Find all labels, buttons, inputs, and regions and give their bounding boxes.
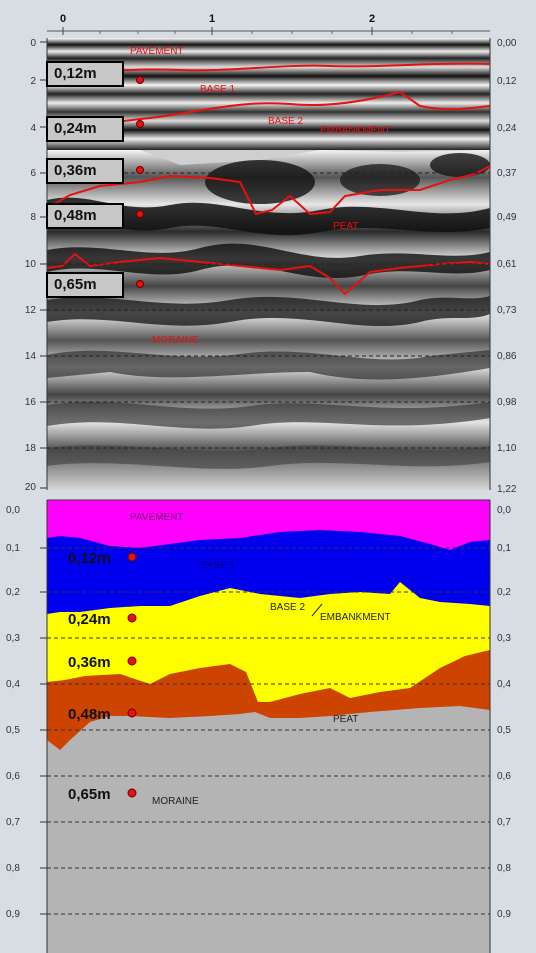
radargram-interface-lines xyxy=(46,62,491,296)
top-axis: 0 1 2 xyxy=(47,13,490,35)
layer-right-tick: 0,4 xyxy=(497,679,511,690)
radar-right-tick: 0,73 xyxy=(497,305,517,316)
radar-right-tick: 0,61 xyxy=(497,259,517,270)
radargram-layer-labels: PAVEMENT BASE 1 BASE 2 EMBANKMENT PEAT M… xyxy=(130,46,391,346)
radar-label-embankment: EMBANKMENT xyxy=(320,125,391,136)
layer-left-tick: 0,8 xyxy=(6,863,20,874)
layer-depth-label-1: 0,12m xyxy=(68,550,111,567)
layer-label-base1: BASE 1 xyxy=(200,560,235,571)
layer-right-axis: 0,0 0,1 0,2 0,3 0,4 0,5 0,6 0,7 0,8 0,9 xyxy=(497,505,511,920)
radar-left-tick: 8 xyxy=(30,212,36,223)
radar-left-tick: 14 xyxy=(25,351,37,362)
radar-right-tick: 0,12 xyxy=(497,76,517,87)
layer-left-tick: 0,7 xyxy=(6,817,20,828)
top-axis-ticks xyxy=(62,27,453,35)
layer-depth-label-2: 0,24m xyxy=(68,611,111,628)
layer-left-tick: 0,2 xyxy=(6,587,20,598)
radar-left-tick: 2 xyxy=(30,76,36,87)
radar-right-tick: 0,24 xyxy=(497,123,517,134)
layer-left-tick: 0,3 xyxy=(6,633,20,644)
base2-peat-interface xyxy=(46,165,491,216)
layer-depth-label-4: 0,48m xyxy=(68,706,111,723)
radar-label-base1: BASE 1 xyxy=(200,84,235,95)
layer-left-tick: 0,5 xyxy=(6,725,20,736)
layer-right-tick: 0,6 xyxy=(497,771,511,782)
radar-right-tick: 0,86 xyxy=(497,351,517,362)
layer-left-tick: 0,4 xyxy=(6,679,20,690)
radar-depth-box-4: 0,48m xyxy=(46,203,124,229)
radar-right-tick: 0,98 xyxy=(497,397,517,408)
layer-left-tickmarks xyxy=(40,547,47,915)
radargram-left-axis: 0 2 4 6 8 10 12 14 16 18 20 xyxy=(25,38,37,493)
layer-label-peat: PEAT xyxy=(333,714,358,725)
layer-right-tick: 0,5 xyxy=(497,725,511,736)
layer-left-tick: 0,0 xyxy=(6,505,20,516)
radar-depth-box-3: 0,36m xyxy=(46,158,124,184)
radar-right-tick: 1,22 xyxy=(497,484,517,495)
layer-label-pavement: PAVEMENT xyxy=(130,512,184,523)
radar-left-tick: 20 xyxy=(25,482,37,493)
layer-right-tick: 0,3 xyxy=(497,633,511,644)
radar-depth-box-1: 0,12m xyxy=(46,61,124,87)
radar-label-base2: BASE 2 xyxy=(268,116,303,127)
radargram-depth-markers xyxy=(136,76,144,288)
radar-right-tick: 0,49 xyxy=(497,212,517,223)
layer-depth-label-5: 0,65m xyxy=(68,786,111,803)
top-tick-2: 2 xyxy=(369,13,375,25)
embankment-separator xyxy=(311,603,323,617)
radar-label-moraine: MORAINE xyxy=(152,335,199,346)
radar-left-tick: 18 xyxy=(25,443,37,454)
layer-right-tick: 0,2 xyxy=(497,587,511,598)
layer-labels: PAVEMENT BASE 1 BASE 2 EMBANKMENT PEAT M… xyxy=(130,512,391,807)
radargram-right-axis: 0,00 0,12 0,24 0,37 0,49 0,61 0,73 0,86 … xyxy=(497,38,517,495)
radar-left-tick: 0 xyxy=(30,38,36,49)
radar-left-tickmarks xyxy=(40,41,47,489)
radar-left-tick: 16 xyxy=(25,397,37,408)
layer-right-tick: 0,1 xyxy=(497,543,511,554)
layer-left-tick: 0,1 xyxy=(6,543,20,554)
radar-left-tick: 10 xyxy=(25,259,37,270)
layer-label-moraine: MORAINE xyxy=(152,796,199,807)
layer-left-tick: 0,6 xyxy=(6,771,20,782)
layer-pavement xyxy=(47,500,490,550)
layer-right-tick: 0,0 xyxy=(497,505,511,516)
layer-right-tick: 0,9 xyxy=(497,909,511,920)
peat-moraine-interface xyxy=(46,252,491,296)
top-tick-1: 1 xyxy=(209,13,215,25)
radar-right-tick: 0,37 xyxy=(497,168,517,179)
layer-left-axis: 0,0 0,1 0,2 0,3 0,4 0,5 0,6 0,7 0,8 0,9 xyxy=(6,505,20,920)
layer-depth-label-3: 0,36m xyxy=(68,654,111,671)
radar-depth-box-5: 0,65m xyxy=(46,272,124,298)
radargram-panel: 0 2 4 6 8 10 12 14 16 18 20 0,00 0,12 0,… xyxy=(25,38,517,495)
top-tick-0: 0 xyxy=(60,13,66,25)
layer-label-base2: BASE 2 xyxy=(270,602,305,613)
layer-gridlines xyxy=(47,547,490,915)
radar-depth-box-2: 0,24m xyxy=(46,116,124,142)
layer-depth-markers xyxy=(127,552,137,798)
layer-right-tick: 0,8 xyxy=(497,863,511,874)
layer-label-embankment: EMBANKMENT xyxy=(320,612,391,623)
radar-left-tick: 6 xyxy=(30,168,36,179)
radar-left-tick: 12 xyxy=(25,305,37,316)
radar-label-peat: PEAT xyxy=(333,221,358,232)
radar-label-pavement: PAVEMENT xyxy=(130,46,184,57)
layer-left-tick: 0,9 xyxy=(6,909,20,920)
radar-right-tick: 1,10 xyxy=(497,443,517,454)
radar-left-tick: 4 xyxy=(30,123,36,134)
radar-right-tick: 0,00 xyxy=(497,38,517,49)
layer-right-tick: 0,7 xyxy=(497,817,511,828)
